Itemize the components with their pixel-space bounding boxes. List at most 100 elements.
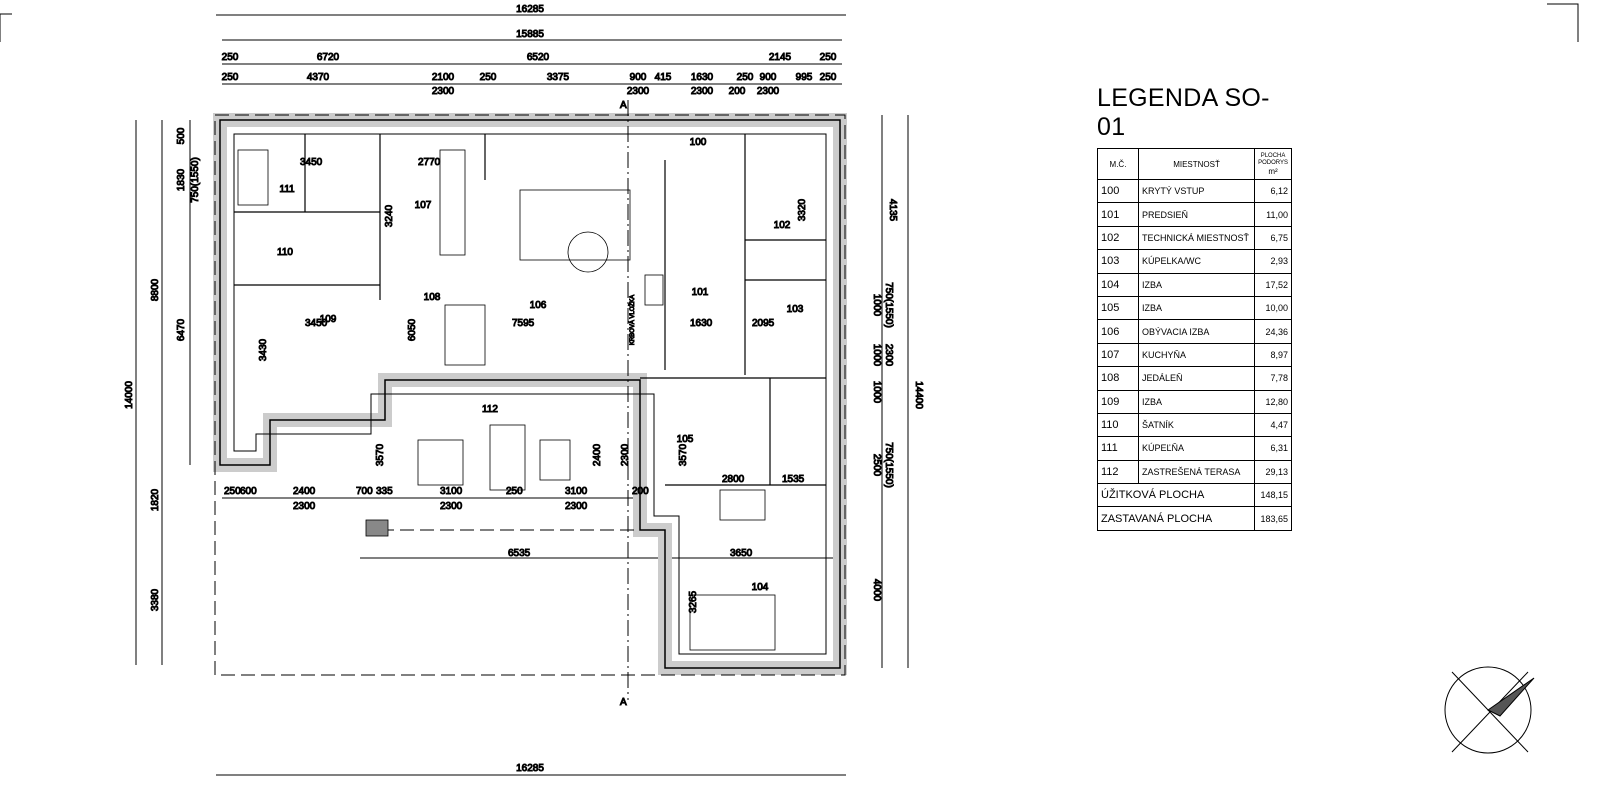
frame-corner (0, 13, 12, 42)
dim: 14400 (913, 381, 924, 409)
interior-walls (234, 134, 826, 486)
dim: 6050 (407, 318, 418, 341)
dim: 2300 (757, 86, 780, 97)
dim: 4370 (307, 72, 330, 83)
room-111-label: 111 (279, 184, 295, 195)
room-106-label: 106 (530, 300, 547, 311)
dim: 2100 (432, 72, 455, 83)
room-number: 110 (1097, 412, 1139, 438)
dim: 2145 (769, 52, 792, 63)
dim: 2800 (722, 474, 745, 485)
header-area-label: PLOCHA PODORYS (1258, 152, 1288, 166)
dim: 1820 (150, 488, 161, 511)
fireplace-label: KRBOVÁ VLOŽKA (628, 295, 636, 345)
room-area: 6,31 (1254, 436, 1292, 461)
legend: LEGENDA SO-01 M.Č. MIESTNOSŤ PLOCHA PODO… (1096, 84, 1292, 531)
dim: 900 (760, 72, 777, 83)
dim: 1000 (871, 381, 882, 404)
room-name: PREDSIEŇ (1137, 202, 1256, 227)
room-name: ŠATNÍK (1137, 412, 1256, 438)
dim: 3265 (688, 590, 699, 613)
legend-title: LEGENDA SO-01 (1097, 84, 1270, 141)
room-number: 104 (1097, 272, 1139, 297)
room-number: 106 (1097, 319, 1139, 344)
room-name: KRYTÝ VSTUP (1137, 178, 1256, 204)
dim: 6470 (176, 318, 187, 341)
dim: 3650 (730, 548, 753, 559)
dim: 2300 (883, 344, 894, 367)
section-mark-bottom: A (620, 697, 627, 708)
room-101-label: 101 (692, 287, 709, 298)
dim: 4000 (871, 579, 882, 602)
dim: 2500 (871, 454, 882, 477)
dim: 6720 (317, 52, 340, 63)
total-area: 148,15 (1254, 483, 1292, 508)
room-name: KÚPEĽŇA (1137, 436, 1256, 461)
room-number: 100 (1097, 178, 1139, 204)
room-number: 102 (1097, 225, 1139, 251)
dim: 600 (240, 486, 257, 497)
dim: 2300 (432, 86, 455, 97)
dim: 1000 (871, 294, 882, 317)
room-number: 111 (1097, 436, 1139, 461)
dim: 250 (737, 72, 754, 83)
dim: 7595 (512, 318, 535, 329)
room-area: 4,47 (1254, 412, 1292, 438)
header-num: M.Č. (1097, 148, 1139, 180)
dim-overall-bottom: 16285 (516, 763, 544, 774)
dim: 4135 (887, 199, 898, 222)
dim: 1000 (871, 344, 882, 367)
frame-corner (1547, 3, 1579, 42)
room-105-label: 105 (677, 434, 694, 445)
room-name: KUCHYŇA (1137, 342, 1256, 368)
dim: 3100 (440, 486, 463, 497)
dim: 2300 (565, 501, 588, 512)
room-100-label: 100 (690, 137, 707, 148)
section-mark-top: A (620, 100, 627, 111)
dim: 2770 (418, 157, 441, 168)
room-area: 10,00 (1254, 295, 1292, 321)
room-area: 11,00 (1254, 202, 1292, 227)
dim: 415 (655, 72, 672, 83)
dim: 3430 (258, 338, 269, 361)
dim: 2300 (627, 86, 650, 97)
dim: 995 (796, 72, 813, 83)
north-arrow-icon (1444, 666, 1535, 754)
room-name: OBÝVACIA IZBA (1137, 319, 1256, 344)
dim: 2400 (592, 443, 603, 466)
header-area-unit: m² (1268, 166, 1278, 176)
dim: 250 (820, 72, 837, 83)
room-112-label: 112 (482, 404, 498, 415)
dim: 2300 (440, 501, 463, 512)
dim: 200 (632, 486, 649, 497)
dim: 1535 (782, 474, 805, 485)
room-104-label: 104 (752, 582, 769, 593)
dim: 14000 (124, 381, 135, 409)
dim: 2300 (293, 501, 316, 512)
room-area: 17,52 (1254, 272, 1292, 297)
dim: 3450 (300, 157, 323, 168)
dim: 8800 (150, 278, 161, 301)
top-dimensions (216, 14, 846, 776)
dim: 750(1550) (190, 157, 201, 203)
room-110-label: 110 (277, 247, 293, 258)
dim: 750(1550) (883, 282, 894, 328)
dim: 250 (820, 52, 837, 63)
room-name: IZBA (1137, 389, 1256, 414)
room-name: ZASTREŠENÁ TERASA (1137, 459, 1256, 485)
dim: 200 (729, 86, 746, 97)
room-number: 109 (1097, 389, 1139, 414)
exterior-walls (213, 113, 847, 675)
dim: 1630 (691, 72, 714, 83)
dim: 3570 (375, 443, 386, 466)
